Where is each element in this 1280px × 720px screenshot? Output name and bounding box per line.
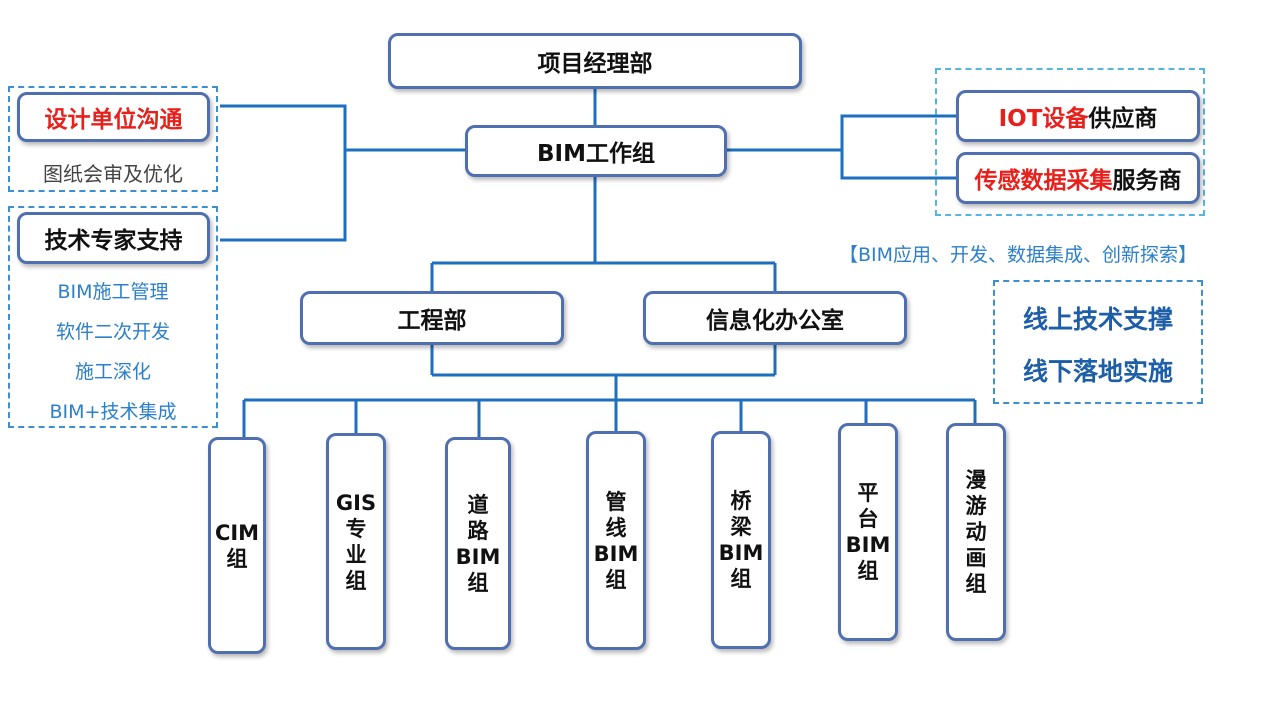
sensor-red-text: 传感数据采集	[974, 168, 1113, 194]
iot-red-text: IOT设备	[998, 106, 1089, 132]
support-panel	[993, 280, 1203, 404]
sensor-black-text: 服务商	[1112, 168, 1182, 194]
expert-item-1: BIM施工管理	[57, 281, 169, 303]
group-box-platform: 平 台 BIM 组	[838, 423, 898, 641]
suppliers-panel	[935, 68, 1205, 216]
expert-item-4: BIM+技术集成	[49, 401, 177, 423]
project-manager-label: 项目经理部	[537, 51, 653, 77]
group-box-gis: GIS 专 业 组	[326, 433, 386, 650]
design-comm-box: 设计单位沟通	[17, 92, 210, 142]
sensor-service-box: 传感数据采集服务商	[956, 152, 1200, 204]
bim-workgroup-label: BIM工作组	[537, 141, 655, 167]
bim-application-note: 【BIM应用、开发、数据集成、创新探索】	[838, 244, 1198, 266]
group-label-bridge: 桥 梁 BIM 组	[718, 489, 764, 591]
group-box-bridge: 桥 梁 BIM 组	[711, 431, 771, 649]
expert-item-3: 施工深化	[74, 361, 151, 383]
sensor-service-label: 传感数据采集服务商	[975, 161, 1182, 195]
expert-item-2: 软件二次开发	[55, 321, 170, 343]
group-box-animation: 漫 游 动 画 组	[946, 423, 1006, 641]
engineering-dept-box: 工程部	[300, 291, 564, 345]
group-label-pipeline: 管 线 BIM 组	[593, 489, 639, 592]
drawing-review-note: 图纸会审及优化	[43, 162, 183, 186]
group-box-road: 道 路 BIM 组	[445, 437, 511, 650]
online-support-text: 线上技术支撑	[1022, 305, 1173, 334]
bim-workgroup-box: BIM工作组	[465, 125, 727, 177]
info-office-label: 信息化办公室	[706, 308, 844, 334]
iot-supplier-label: IOT设备供应商	[999, 99, 1158, 133]
group-label-cim: CIM 组	[214, 520, 260, 571]
info-office-box: 信息化办公室	[643, 291, 907, 345]
design-comm-panel	[8, 86, 218, 192]
expert-support-box: 技术专家支持	[17, 212, 210, 264]
group-label-animation: 漫 游 动 画 组	[965, 468, 987, 596]
group-label-road: 道 路 BIM 组	[455, 492, 501, 595]
expert-support-panel	[8, 206, 218, 428]
offline-implement-text: 线下落地实施	[1022, 357, 1173, 386]
engineering-dept-label: 工程部	[397, 308, 467, 334]
iot-black-text: 供应商	[1088, 106, 1158, 132]
design-comm-label: 设计单位沟通	[44, 107, 183, 133]
group-box-pipeline: 管 线 BIM 组	[586, 431, 646, 650]
expert-support-label: 技术专家支持	[44, 228, 183, 254]
group-label-gis: GIS 专 业 组	[335, 490, 377, 593]
group-box-cim: CIM 组	[208, 437, 266, 654]
iot-supplier-box: IOT设备供应商	[956, 90, 1200, 142]
project-manager-box: 项目经理部	[388, 33, 802, 89]
group-label-platform: 平 台 BIM 组	[845, 481, 891, 583]
